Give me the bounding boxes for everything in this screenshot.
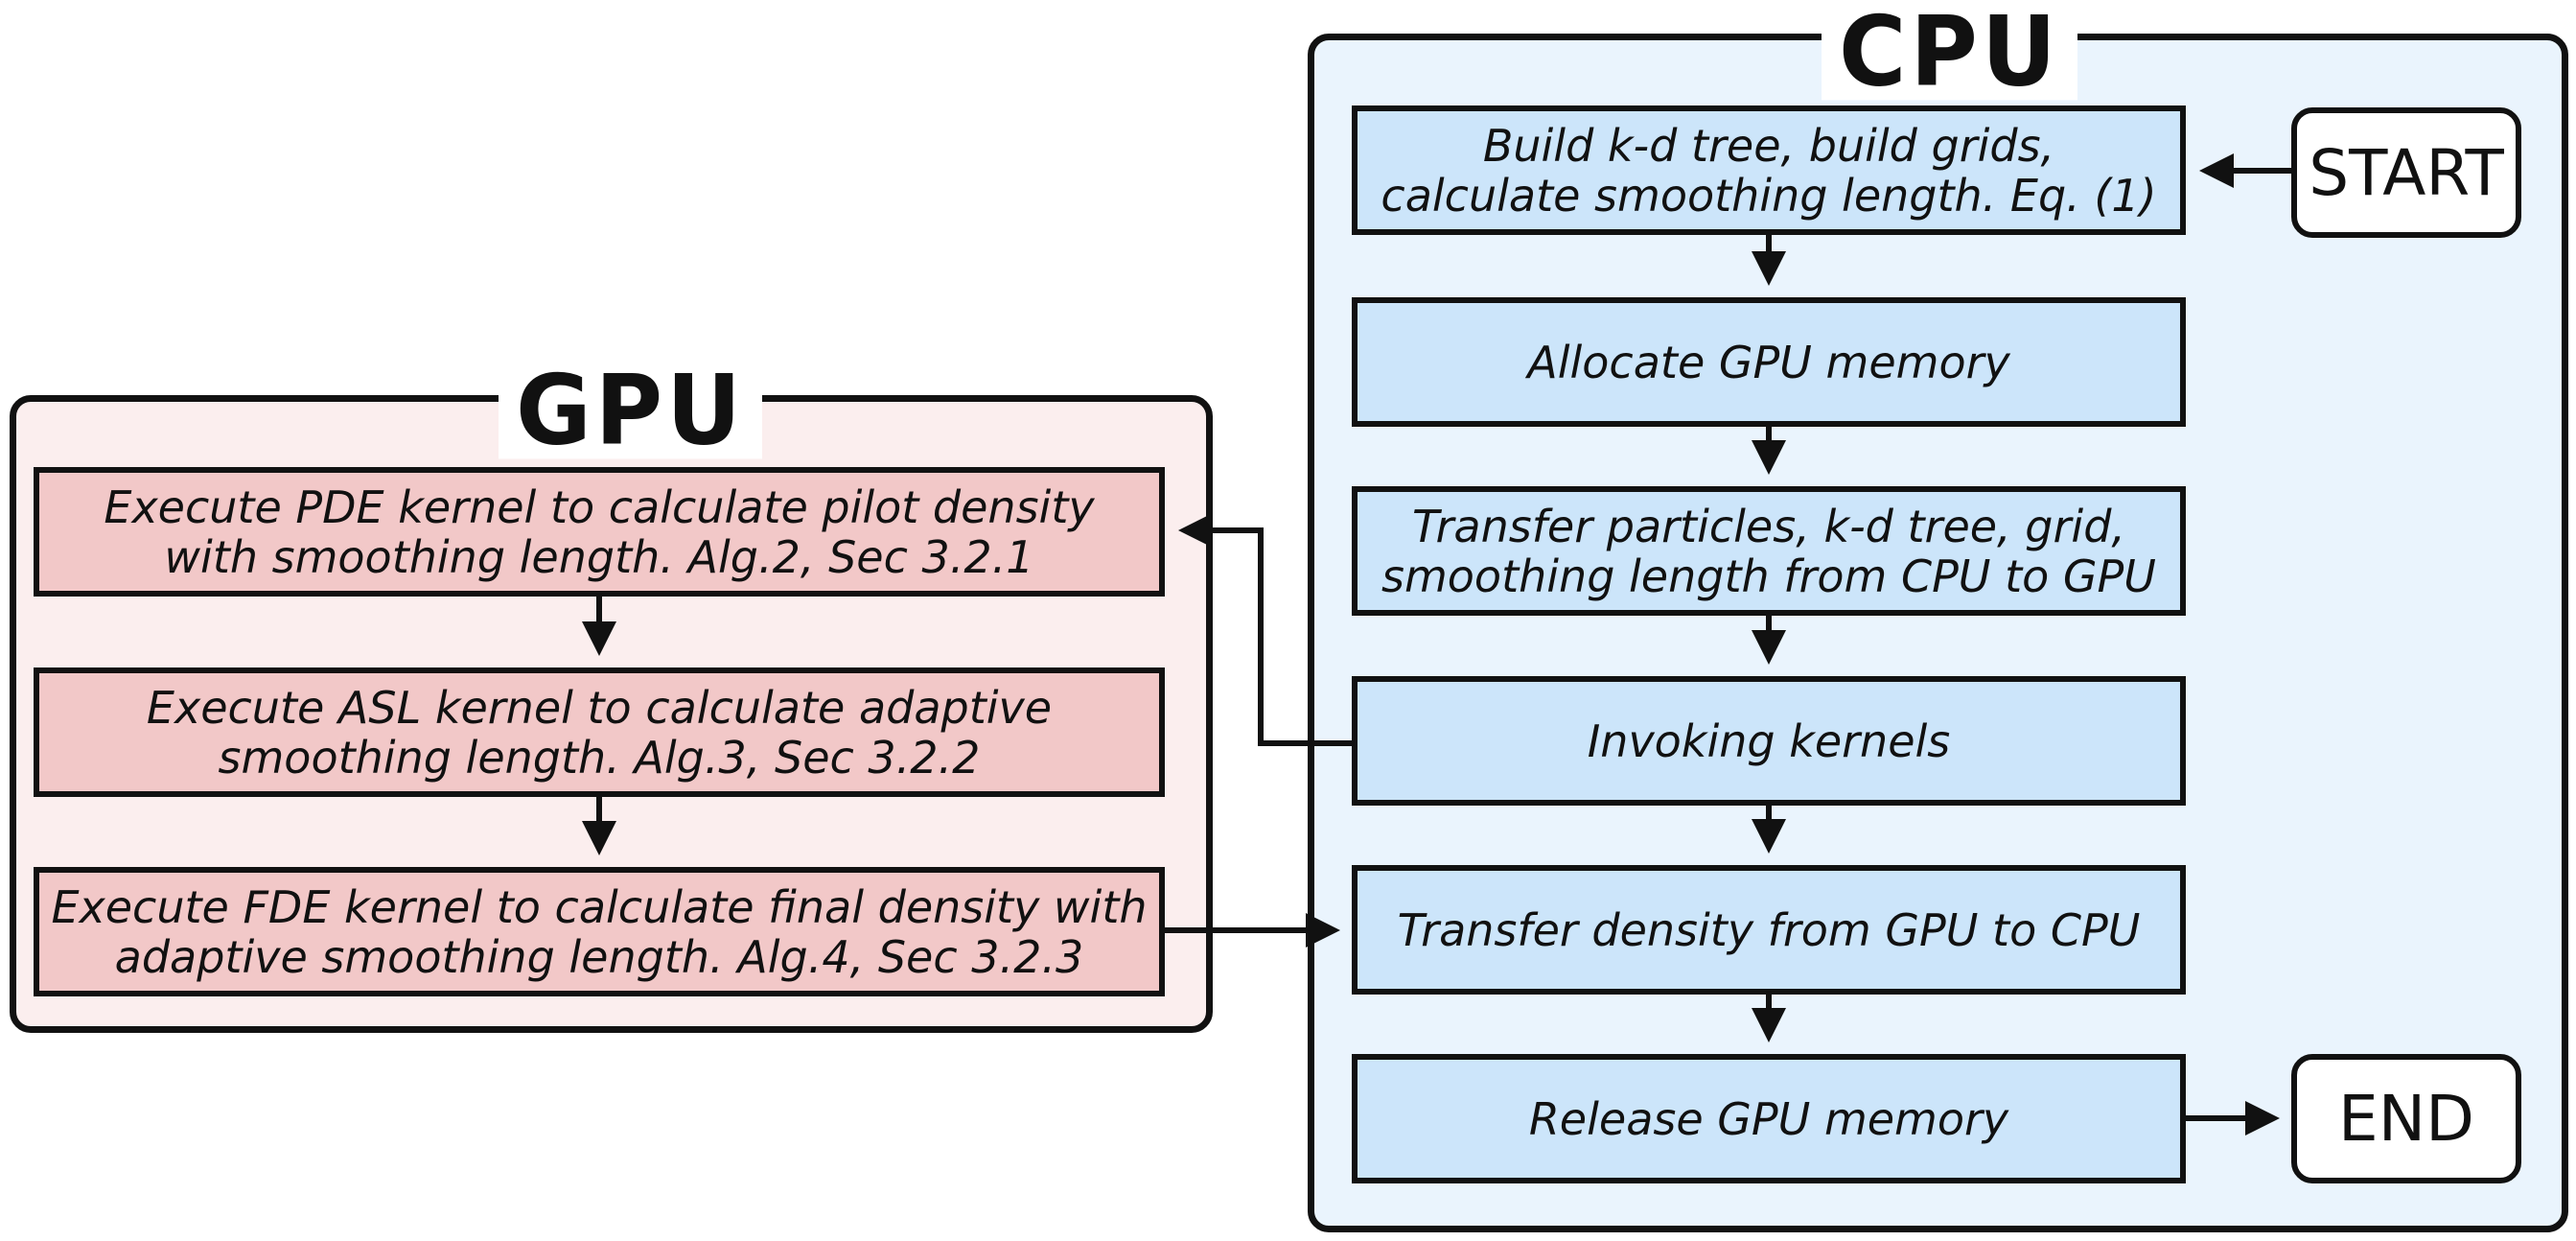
gpu-step-asl-kernel: Execute ASL kernel to calculate adaptive… [34, 667, 1165, 797]
cpu-step-invoking-kernels-label: Invoking kernels [1587, 714, 1951, 767]
cpu-step-release-memory-label: Release GPU memory [1528, 1092, 2009, 1145]
start-terminal: START [2291, 107, 2521, 238]
cpu-step-transfer-to-gpu: Transfer particles, k-d tree, grid, smoo… [1352, 486, 2186, 616]
cpu-step-invoking-kernels: Invoking kernels [1352, 676, 2186, 806]
cpu-step-allocate-memory: Allocate GPU memory [1352, 297, 2186, 427]
gpu-step-fde-kernel-label: Execute FDE kernel to calculate final de… [51, 880, 1148, 983]
arrow-invoke-to-gpu [1178, 513, 1352, 746]
cpu-step-transfer-to-gpu-label: Transfer particles, k-d tree, grid, smoo… [1381, 500, 2156, 602]
gpu-step-pde-kernel: Execute PDE kernel to calculate pilot de… [34, 467, 1165, 597]
cpu-step-allocate-memory-label: Allocate GPU memory [1527, 336, 2010, 388]
gpu-step-fde-kernel: Execute FDE kernel to calculate final de… [34, 867, 1165, 996]
cpu-step-build-tree: Build k-d tree, build grids, calculate s… [1352, 105, 2186, 235]
gpu-step-asl-kernel-label: Execute ASL kernel to calculate adaptive… [146, 681, 1053, 784]
cpu-step-build-tree-label: Build k-d tree, build grids, calculate s… [1381, 119, 2157, 222]
cpu-step-transfer-density: Transfer density from GPU to CPU [1352, 865, 2186, 995]
cpu-step-release-memory: Release GPU memory [1352, 1054, 2186, 1183]
gpu-step-pde-kernel-label: Execute PDE kernel to calculate pilot de… [104, 480, 1095, 583]
end-terminal: END [2291, 1054, 2521, 1183]
cpu-panel-title: CPU [1822, 3, 2077, 100]
cpu-step-transfer-density-label: Transfer density from GPU to CPU [1397, 903, 2141, 956]
gpu-panel-title: GPU [499, 362, 763, 459]
